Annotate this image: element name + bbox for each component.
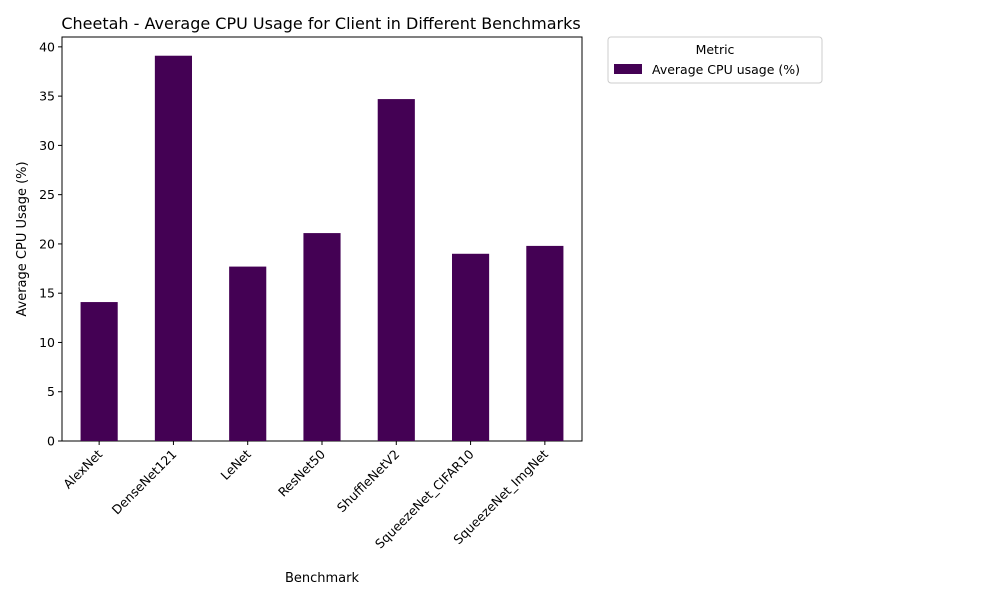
x-tick-label: AlexNet [60, 446, 105, 491]
x-tick-label: ShuffleNetV2 [334, 447, 403, 516]
bar-densenet121 [154, 55, 192, 441]
x-tick-label: ResNet50 [275, 446, 328, 499]
x-tick-label: DenseNet121 [109, 447, 180, 518]
chart-title: Cheetah - Average CPU Usage for Client i… [61, 14, 580, 33]
bars-group [80, 55, 564, 441]
y-tick-label: 30 [39, 138, 55, 153]
y-tick-label: 40 [39, 39, 55, 54]
legend-swatch [614, 64, 642, 74]
y-tick-label: 20 [39, 236, 55, 251]
legend: Metric Average CPU usage (%) [607, 36, 823, 84]
x-axis-label: Benchmark [285, 571, 360, 586]
y-axis: 0 5 10 15 20 25 30 35 40 [39, 39, 62, 449]
x-tick-label: LeNet [217, 446, 253, 482]
y-tick-label: 15 [39, 286, 55, 301]
legend-frame [607, 36, 823, 84]
y-tick-label: 25 [39, 187, 55, 202]
legend-entry-label: Average CPU usage (%) [652, 62, 800, 77]
y-tick-label: 35 [39, 89, 55, 104]
bar-alexnet [80, 302, 118, 441]
bar-shufflenetv2 [377, 99, 415, 441]
bar-lenet [229, 266, 267, 441]
bar-squeezenet-imgnet [526, 245, 564, 441]
y-tick-label: 0 [47, 434, 55, 449]
y-tick-label: 10 [39, 335, 55, 350]
legend-title: Metric [696, 42, 735, 57]
bar-squeezenet-cifar10 [452, 253, 490, 441]
y-axis-label: Average CPU Usage (%) [15, 161, 30, 316]
bar-resnet50 [303, 233, 341, 441]
y-tick-label: 5 [47, 384, 55, 399]
